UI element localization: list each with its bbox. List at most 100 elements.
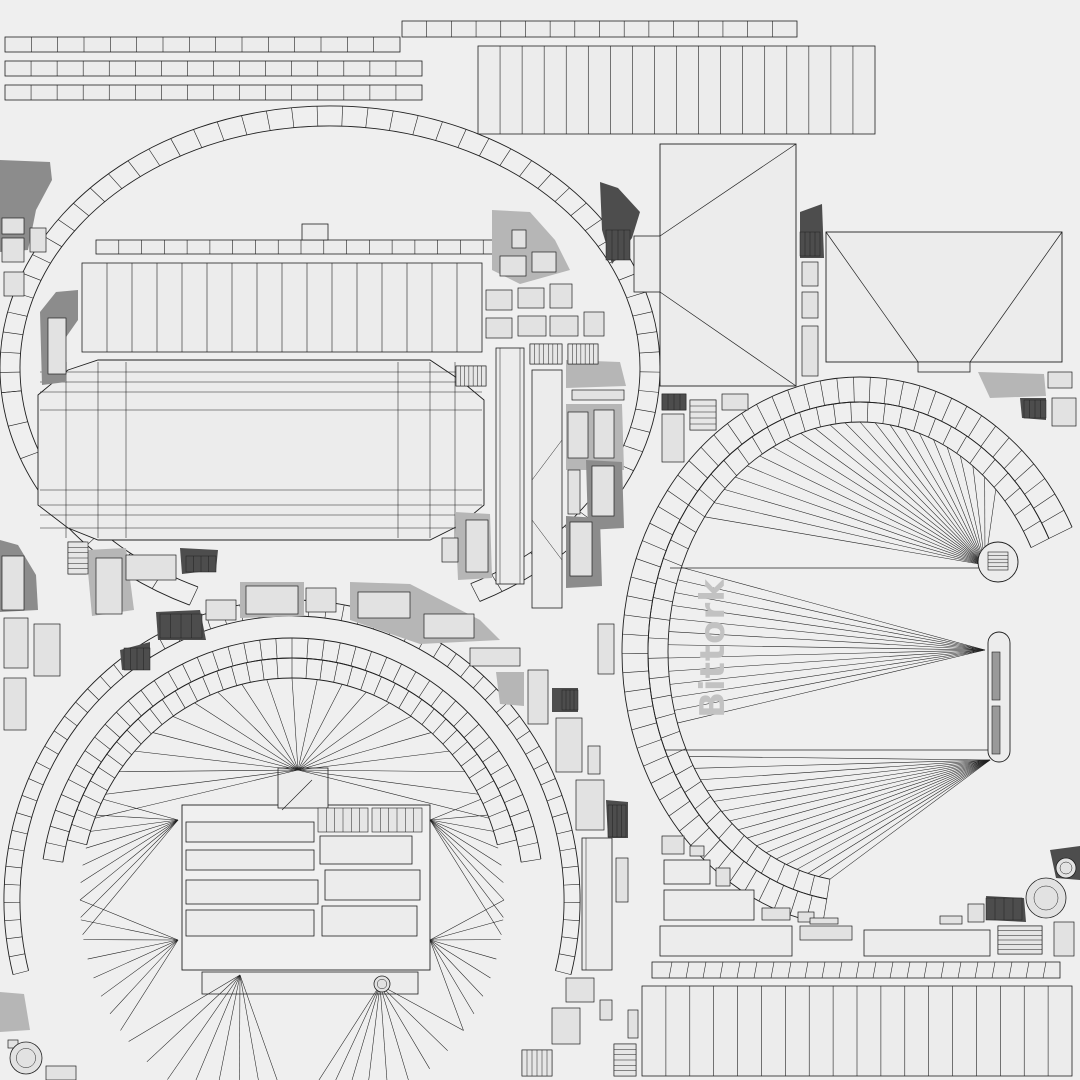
uv-rect xyxy=(863,929,991,957)
uv-round-piece xyxy=(373,975,391,993)
uv-ring-seam xyxy=(622,633,649,637)
uv-fan-edge xyxy=(429,939,464,1031)
uv-ring-seam xyxy=(44,236,62,247)
uv-detail xyxy=(423,613,475,639)
uv-fan-edge xyxy=(713,759,991,802)
uv-ring-seam xyxy=(106,753,124,767)
uv-fan-edge xyxy=(218,974,241,1080)
uv-ring-seam xyxy=(76,764,94,776)
uv-fan-edge xyxy=(724,489,986,566)
uv-ring-seam xyxy=(373,676,382,696)
uv-fan-edge xyxy=(671,605,986,651)
uv-detail xyxy=(583,311,605,337)
uv-fan-edge xyxy=(818,759,991,877)
uv-ring-seam xyxy=(82,794,102,804)
uv-ring-seam xyxy=(643,755,668,767)
uv-fan-edge xyxy=(297,702,390,771)
uv-fan-edge xyxy=(241,684,299,771)
uv-fan-edge xyxy=(844,422,986,566)
uv-fan-edge xyxy=(681,567,986,651)
uv-ring-seam xyxy=(667,490,689,506)
uv-fan-edge xyxy=(105,769,299,795)
uv-fan-edge xyxy=(815,428,986,566)
uv-detail xyxy=(567,469,581,515)
uv-ring-seam xyxy=(116,711,131,727)
uv-detail xyxy=(967,903,985,923)
uv-ring-seam xyxy=(341,106,343,127)
uv-ring-seam xyxy=(624,688,651,693)
uv-ring-seam xyxy=(350,646,357,667)
uv-fan-edge xyxy=(700,759,991,781)
uv-ring-seam xyxy=(941,398,952,422)
uv-fan-edge xyxy=(800,433,986,566)
uv-detail xyxy=(575,779,605,831)
uv-ring-seam xyxy=(259,640,263,661)
uv-ring-seam xyxy=(570,202,587,216)
uv-ring-seam xyxy=(562,865,579,869)
uv-ring-seam xyxy=(8,421,28,427)
uv-fan-edge xyxy=(429,819,505,901)
uv-ring-seam xyxy=(660,730,680,739)
uv-ring-seam xyxy=(94,736,111,750)
uv-ring-seam xyxy=(386,683,396,702)
uv-fan-edge xyxy=(674,592,986,651)
uv-fan-edge xyxy=(829,424,986,566)
uv-ring-seam xyxy=(635,408,656,413)
uv-ring-seam xyxy=(668,800,691,817)
uv-detail xyxy=(715,867,731,887)
uv-pitch-block xyxy=(37,359,485,541)
uv-ring-seam xyxy=(116,741,132,755)
uv-detail xyxy=(549,283,573,309)
uv-hatch xyxy=(567,343,599,365)
uv-ring-seam xyxy=(555,970,572,975)
uv-edge xyxy=(969,231,1063,363)
uv-ring-seam xyxy=(227,646,234,667)
uv-ring-seam xyxy=(659,786,682,801)
uv-ring-seam xyxy=(803,384,811,410)
uv-ring-seam xyxy=(64,715,78,727)
uv-fan-edge xyxy=(80,919,179,941)
uv-fan-edge xyxy=(772,446,986,566)
uv-detail xyxy=(801,261,819,287)
uv-ring-seam xyxy=(202,676,211,696)
uv-fan-edge xyxy=(759,455,986,566)
uv-ring-seam xyxy=(276,658,279,679)
uv-ring-seam xyxy=(275,638,278,659)
uv-fan-edge xyxy=(688,756,991,761)
uv-ring-seam xyxy=(347,666,353,686)
uv-ring-seam xyxy=(4,883,21,886)
uv-panel-islands xyxy=(37,143,1063,995)
uv-fan-edge xyxy=(100,939,179,997)
uv-ring-seam xyxy=(1048,526,1073,539)
uv-detail xyxy=(29,227,47,253)
uv-ring-seam xyxy=(6,936,23,940)
uv-strip-seam xyxy=(668,961,673,979)
uv-ring-seam xyxy=(559,847,576,852)
uv-ring-seam xyxy=(167,671,179,690)
uv-ring-seam xyxy=(75,701,88,713)
uv-ring-seam xyxy=(490,764,508,776)
uv-ring-seam xyxy=(554,187,570,202)
uv-ring-seam xyxy=(412,115,419,135)
uv-ring-seam xyxy=(108,173,123,189)
uv-fan-edge xyxy=(429,939,475,1015)
uv-detail xyxy=(761,907,791,921)
uv-ring-seam xyxy=(723,460,737,476)
uv-strip xyxy=(4,36,401,53)
uv-ring-seam xyxy=(336,642,341,663)
uv-ring-seam xyxy=(868,377,871,403)
uv-ring-seam xyxy=(514,825,534,833)
uv-fan-edge xyxy=(429,939,497,960)
uv-ring-seam xyxy=(87,688,100,701)
uv-fan-edge xyxy=(786,759,991,865)
uv-fan-edge xyxy=(429,939,491,979)
uv-ring-seam xyxy=(126,729,142,745)
uv-ring-seam xyxy=(3,331,23,336)
uv-ring-seam xyxy=(61,794,80,803)
uv-ring-seam xyxy=(690,827,710,846)
uv-ring-seam xyxy=(266,110,271,131)
uv-fan-edge xyxy=(94,769,299,819)
uv-ring-seam xyxy=(638,390,659,393)
uv-detail xyxy=(571,389,625,401)
uv-ring-seam xyxy=(653,597,673,603)
